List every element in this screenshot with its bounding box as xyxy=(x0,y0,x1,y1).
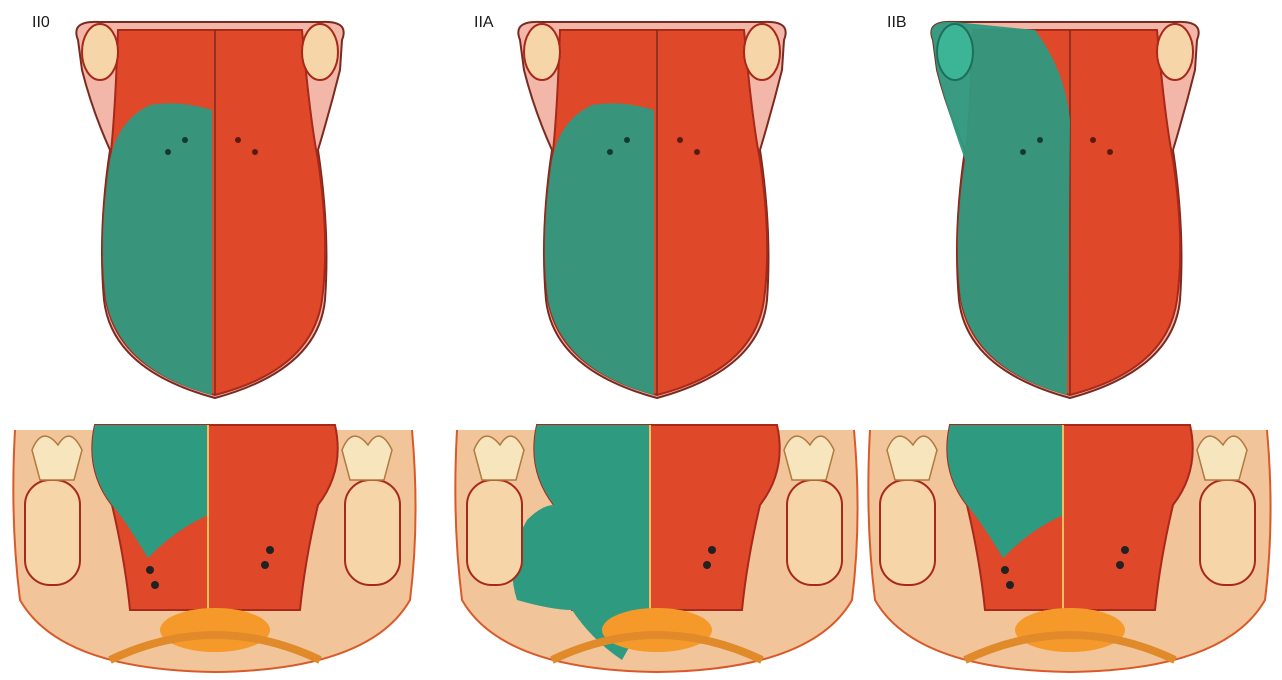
tongue-dorsal-view xyxy=(518,22,785,398)
tongue-diagram-iib xyxy=(855,0,1282,680)
tongue-dorsal-view xyxy=(931,22,1198,398)
tongue-coronal-section xyxy=(455,425,857,672)
panel-ii0: II0 xyxy=(0,0,427,680)
panel-iia: IIA xyxy=(442,0,869,680)
tongue-diagram-ii0 xyxy=(0,0,427,680)
tongue-dorsal-view xyxy=(76,22,343,398)
panel-iib: IIB xyxy=(855,0,1282,680)
tongue-diagram-iia xyxy=(442,0,869,680)
tongue-coronal-section xyxy=(13,425,415,672)
tongue-coronal-section xyxy=(868,425,1270,672)
